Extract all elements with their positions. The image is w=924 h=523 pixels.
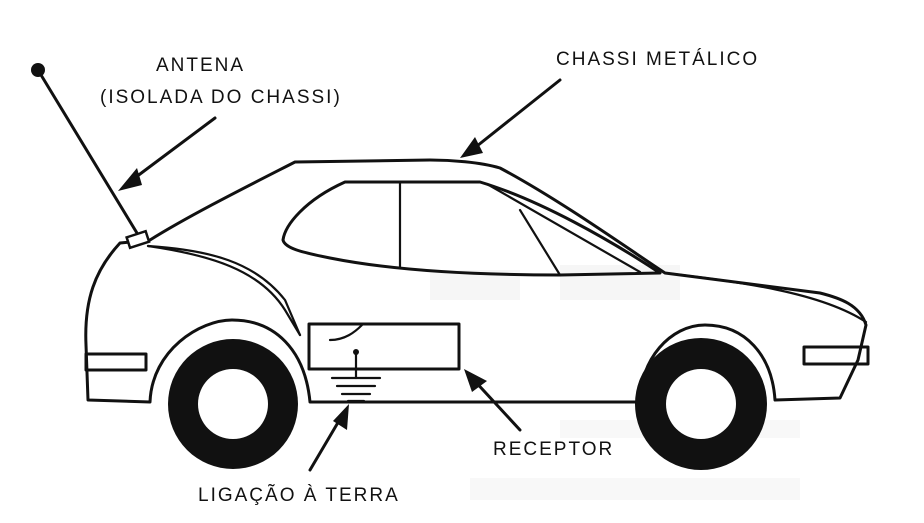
side-window bbox=[281, 180, 662, 277]
arrow-chassis bbox=[460, 78, 562, 158]
antenna-cable bbox=[146, 244, 302, 337]
antenna bbox=[31, 63, 151, 250]
receiver-box bbox=[307, 322, 461, 371]
front-light bbox=[802, 345, 870, 366]
receiver-internal-lead bbox=[328, 323, 364, 342]
antenna-tip bbox=[31, 63, 45, 77]
antenna-label-line2: (ISOLADA DO CHASSI) bbox=[100, 87, 342, 108]
hood-line bbox=[663, 271, 868, 324]
arrow-antenna bbox=[118, 116, 217, 191]
antenna-label-line1: ANTENA bbox=[156, 55, 245, 76]
front-wheel bbox=[635, 338, 767, 470]
arrow-ground bbox=[308, 404, 349, 472]
receiver-label: RECEPTOR bbox=[493, 439, 614, 460]
body-side-line bbox=[146, 244, 302, 337]
ground-symbol bbox=[330, 376, 382, 403]
ground-wire-node bbox=[353, 349, 359, 355]
arrow-receiver bbox=[464, 369, 522, 432]
ground-label: LIGAÇÃO À TERRA bbox=[198, 484, 400, 506]
rear-light bbox=[84, 352, 148, 372]
antenna-insulator-base bbox=[125, 229, 151, 250]
rear-wheel bbox=[168, 339, 298, 469]
window-frame-line bbox=[485, 182, 642, 274]
window-pillar-rear bbox=[518, 208, 562, 277]
chassis-label: CHASSI METÁLICO bbox=[556, 49, 759, 70]
car-body-outline bbox=[84, 158, 868, 404]
